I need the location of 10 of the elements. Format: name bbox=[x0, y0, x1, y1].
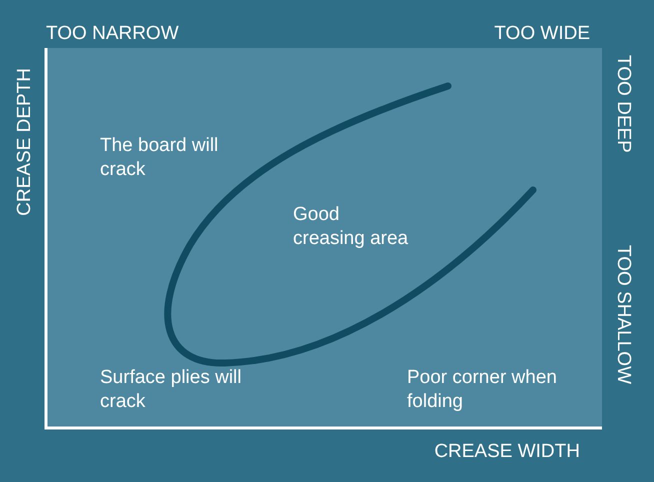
axis-end-label: TOO WIDE bbox=[493, 22, 590, 46]
region-label: The board will crack bbox=[100, 134, 220, 182]
region-label: Good creasing area bbox=[293, 203, 410, 251]
axis-end-label: TOO SHALLOW bbox=[612, 245, 635, 384]
region-label: Poor corner when folding bbox=[407, 366, 558, 414]
axis-title: CREASE WIDTH bbox=[433, 440, 580, 464]
axis-end-label: TOO NARROW bbox=[46, 22, 180, 46]
axis-end-label: TOO DEEP bbox=[612, 55, 635, 153]
region-label: Surface plies will crack bbox=[100, 366, 242, 414]
axis-title: CREASE DEPTH bbox=[13, 68, 36, 216]
